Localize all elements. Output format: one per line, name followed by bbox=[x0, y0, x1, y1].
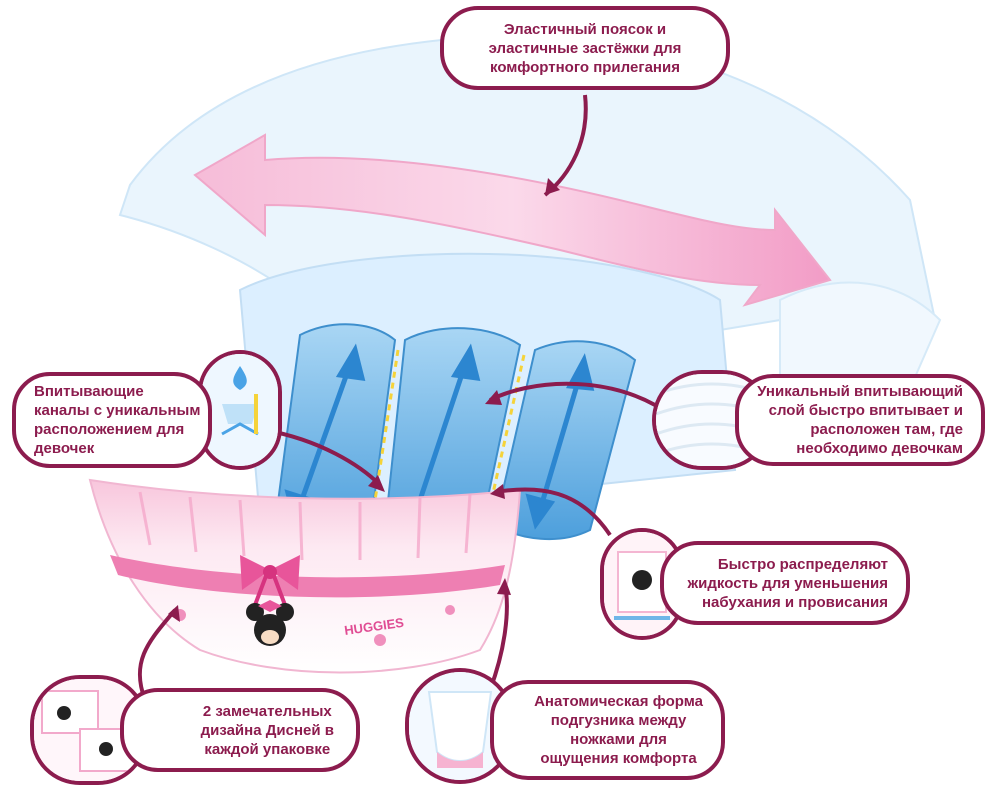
elastic-waist-arrow bbox=[193, 133, 832, 307]
callout-designs: 2 замечательных дизайна Дисней в каждой … bbox=[120, 688, 360, 772]
bow-icon bbox=[240, 555, 300, 606]
callout-waistband: Эластичный поясок и эластичные застёжки … bbox=[440, 6, 730, 90]
callout-distribute-text: Быстро распределяют жидкость для уменьше… bbox=[687, 555, 888, 611]
channel-stitch-1 bbox=[370, 349, 400, 521]
callout-layer: Уникальный впитывающий слой быстро впиты… bbox=[735, 374, 985, 466]
distribute-detail-disc bbox=[600, 528, 684, 640]
callout-waistband-text: Эластичный поясок и эластичные застёжки … bbox=[488, 20, 682, 76]
front-pink-band bbox=[110, 555, 505, 598]
callout-anatomic-text: Анатомическая форма подгузника между нож… bbox=[534, 693, 703, 767]
minnie-character-icon bbox=[246, 600, 294, 646]
callout-distribute: Быстро распределяют жидкость для уменьше… bbox=[660, 541, 910, 625]
callout-channels: Впитывающие каналы с уникальным располож… bbox=[12, 372, 212, 468]
pointer-arrowheads bbox=[168, 178, 560, 622]
callout-designs-text: 2 замечательных дизайна Дисней в каждой … bbox=[200, 702, 334, 758]
callout-channels-text: Впитывающие каналы с уникальным располож… bbox=[34, 383, 201, 457]
callout-anatomic: Анатомическая форма подгузника между нож… bbox=[490, 680, 725, 780]
front-panel bbox=[88, 478, 522, 674]
front-stripes bbox=[138, 491, 472, 561]
callout-layer-text: Уникальный впитывающий слой быстро впиты… bbox=[757, 383, 963, 457]
